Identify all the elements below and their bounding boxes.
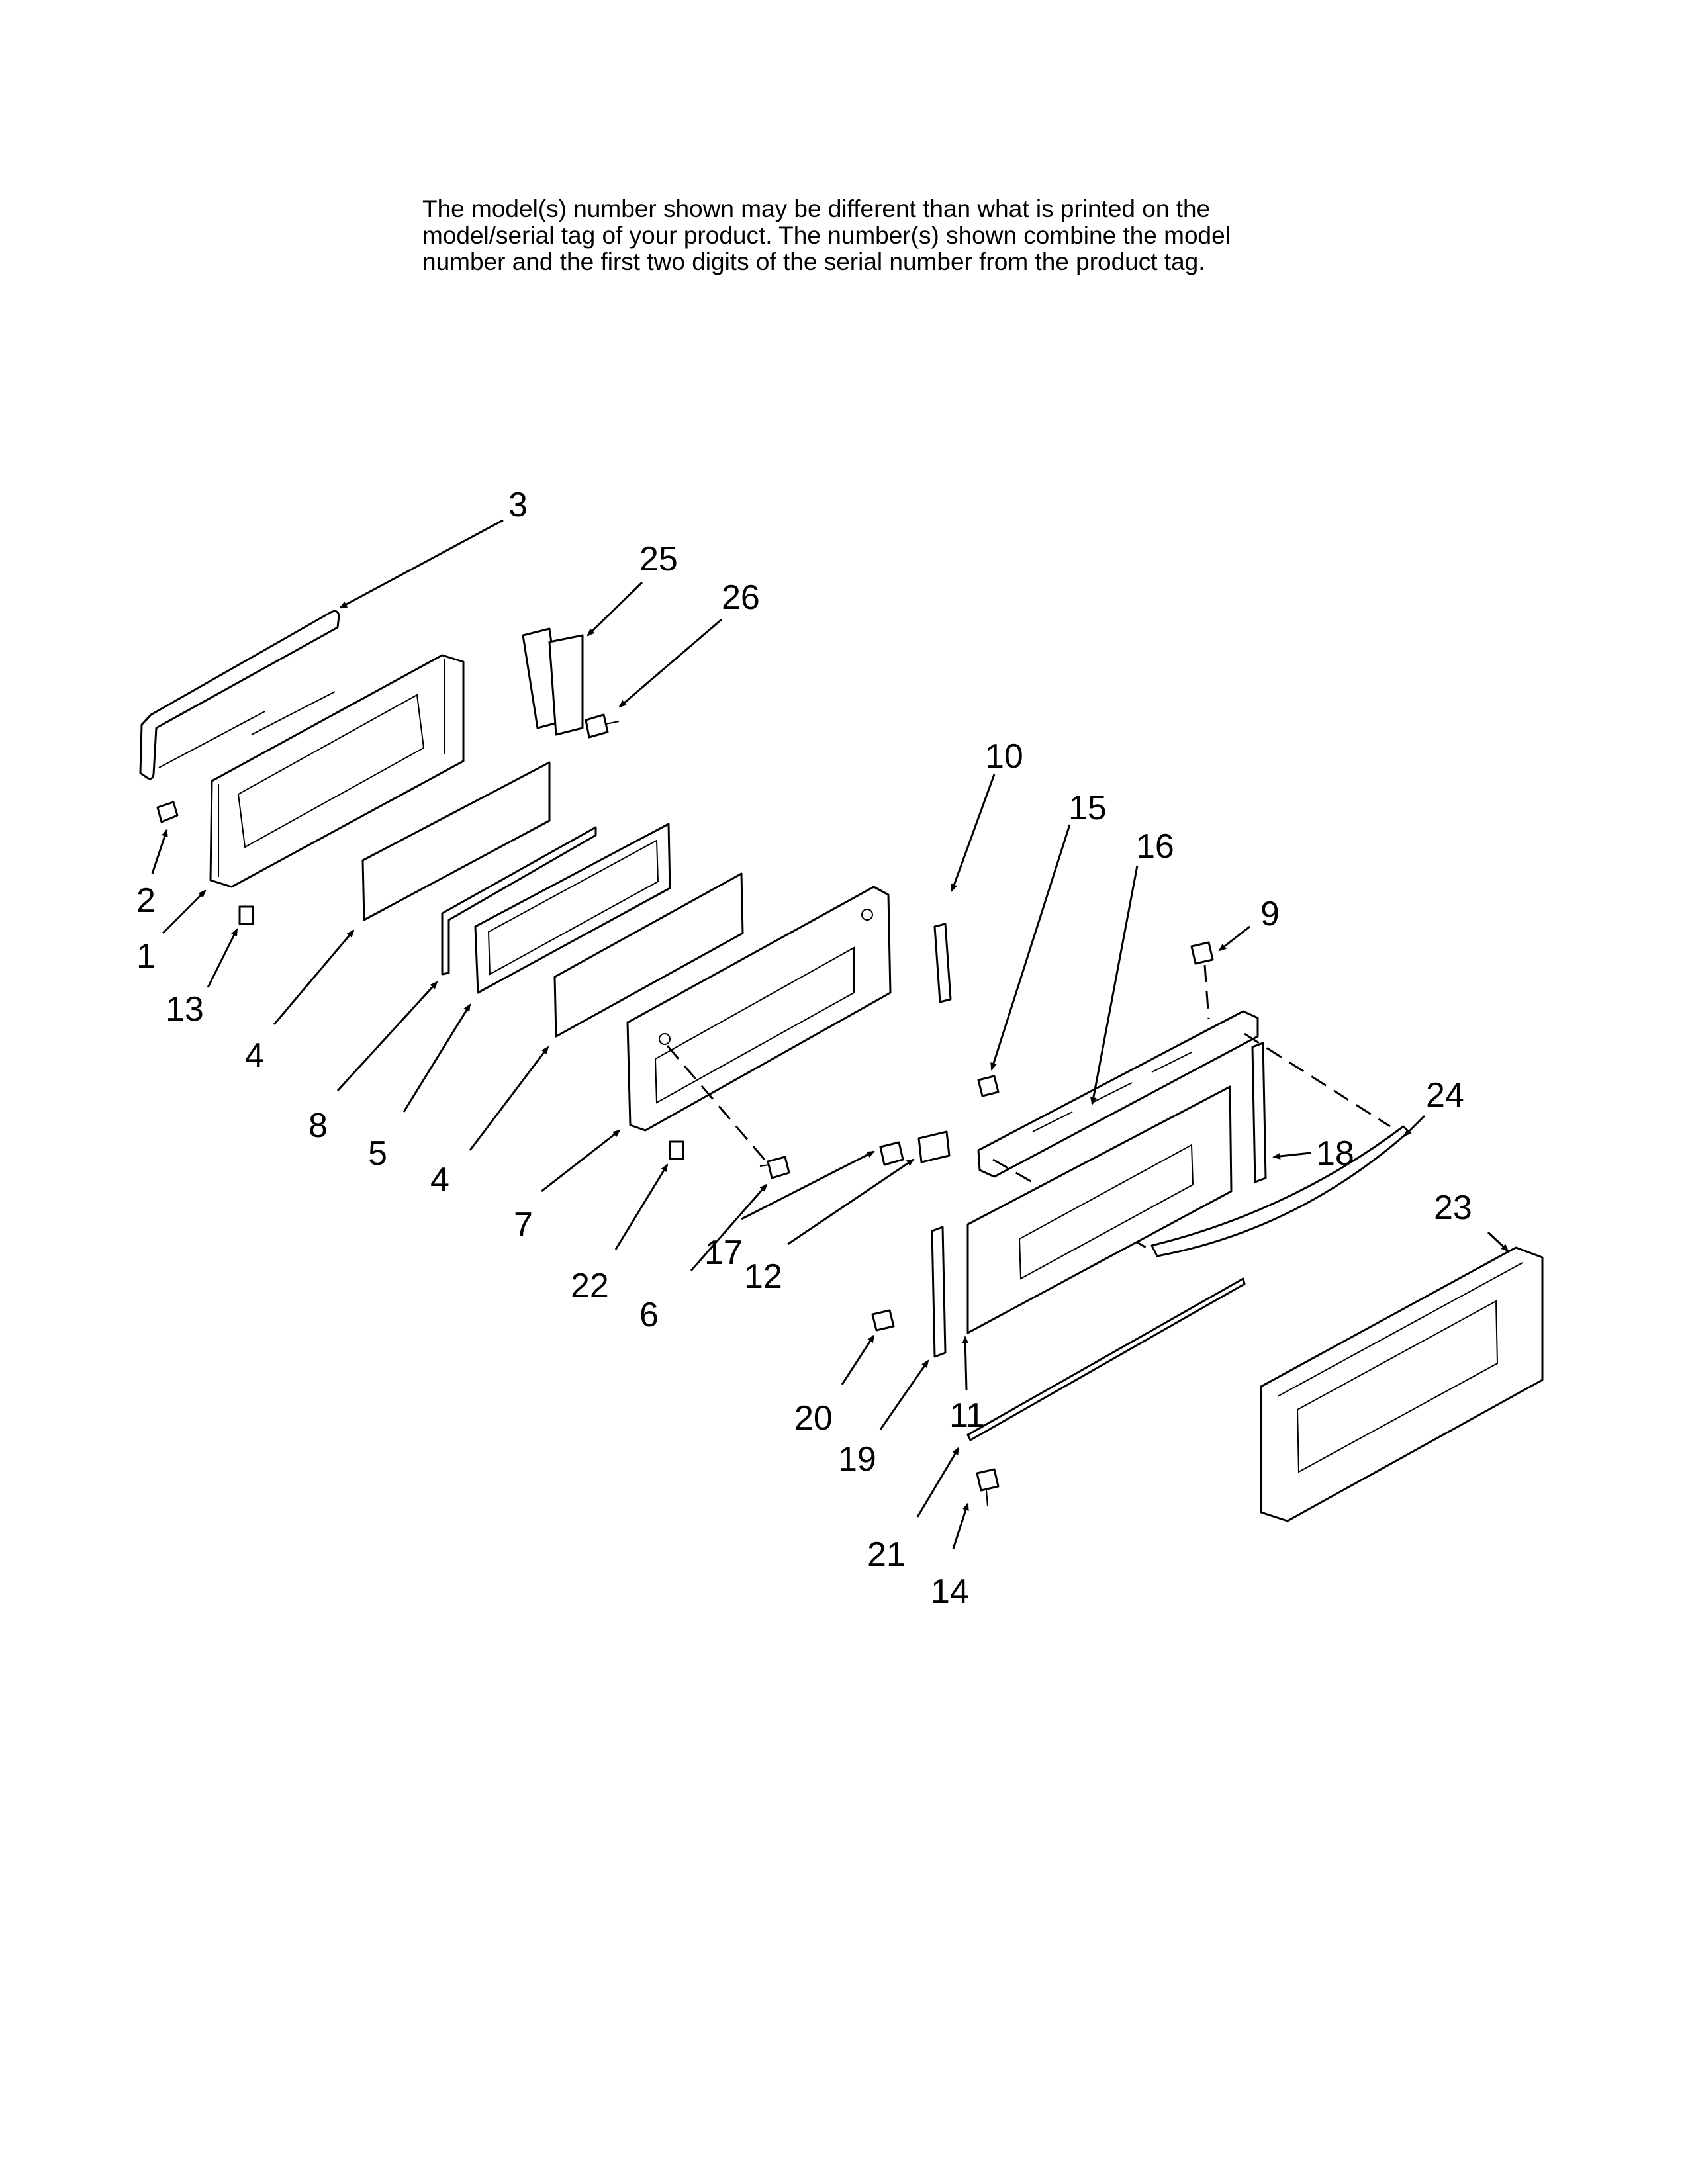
callout-7: 7 <box>514 1206 533 1244</box>
part-screw-17 <box>879 1141 904 1166</box>
note-line-3: number and the first two digits of the s… <box>422 248 1205 275</box>
callout-13: 13 <box>165 990 204 1028</box>
callout-3: 3 <box>508 486 528 524</box>
callout-14: 14 <box>931 1572 969 1611</box>
part-inner-door-frame <box>209 654 465 888</box>
part-screw-9 <box>1190 941 1214 965</box>
part-front-door-panel <box>1260 1246 1544 1522</box>
part-hinge <box>522 627 584 736</box>
part-screw-20 <box>871 1309 895 1332</box>
callout-21: 21 <box>867 1535 906 1574</box>
callout-22: 22 <box>571 1267 609 1305</box>
callout-4-lower: 4 <box>430 1161 449 1199</box>
part-screw-15 <box>977 1075 1000 1097</box>
note-line-1: The model(s) number shown may be differe… <box>422 195 1211 222</box>
part-door-top-trim <box>977 1010 1259 1178</box>
part-door-gasket <box>139 610 340 780</box>
part-hinge-screw <box>585 713 620 739</box>
part-bottom-trim <box>966 1277 1246 1441</box>
callout-11: 11 <box>949 1396 985 1435</box>
callout-17: 17 <box>704 1234 743 1272</box>
callout-10: 10 <box>985 737 1023 776</box>
callout-1: 1 <box>136 937 156 976</box>
callout-6: 6 <box>639 1296 659 1334</box>
part-screw-14 <box>976 1468 1000 1507</box>
callout-5: 5 <box>368 1134 387 1173</box>
part-outer-door-panel <box>966 1085 1233 1334</box>
callout-numbers: 3 25 26 2 1 13 4 8 5 4 7 22 6 10 15 16 9… <box>136 486 1472 1611</box>
callout-8: 8 <box>308 1107 328 1145</box>
callout-19: 19 <box>838 1440 876 1479</box>
part-bracket-12 <box>917 1130 951 1163</box>
callout-9: 9 <box>1260 895 1280 933</box>
part-door-liner <box>626 886 892 1132</box>
callout-12: 12 <box>744 1257 782 1296</box>
part-outer-glass <box>553 872 744 1038</box>
part-screw-6 <box>759 1156 790 1179</box>
part-side-trim-left <box>931 1226 947 1358</box>
callout-23: 23 <box>1434 1189 1472 1227</box>
callout-16: 16 <box>1136 827 1174 866</box>
callout-2: 2 <box>136 882 156 920</box>
part-clip <box>156 801 179 823</box>
callout-24: 24 <box>1426 1076 1464 1115</box>
part-side-trim-right <box>1251 1042 1267 1183</box>
part-glass-pack <box>474 823 671 994</box>
callout-25: 25 <box>639 540 678 578</box>
model-number-note: The model(s) number shown may be differe… <box>422 196 1349 275</box>
callout-20: 20 <box>794 1399 833 1437</box>
callout-4-upper: 4 <box>245 1036 264 1075</box>
note-line-2: model/serial tag of your product. The nu… <box>422 222 1231 249</box>
callout-15: 15 <box>1068 789 1107 827</box>
callout-26: 26 <box>722 578 760 617</box>
part-inner-glass <box>361 761 551 921</box>
callout-18: 18 <box>1316 1134 1354 1173</box>
part-bracket-10 <box>933 923 952 1003</box>
part-spacer-22 <box>669 1140 684 1160</box>
part-glass-spacer <box>441 826 597 976</box>
part-spacer-13 <box>238 905 254 925</box>
leader-lines <box>151 519 1509 1549</box>
